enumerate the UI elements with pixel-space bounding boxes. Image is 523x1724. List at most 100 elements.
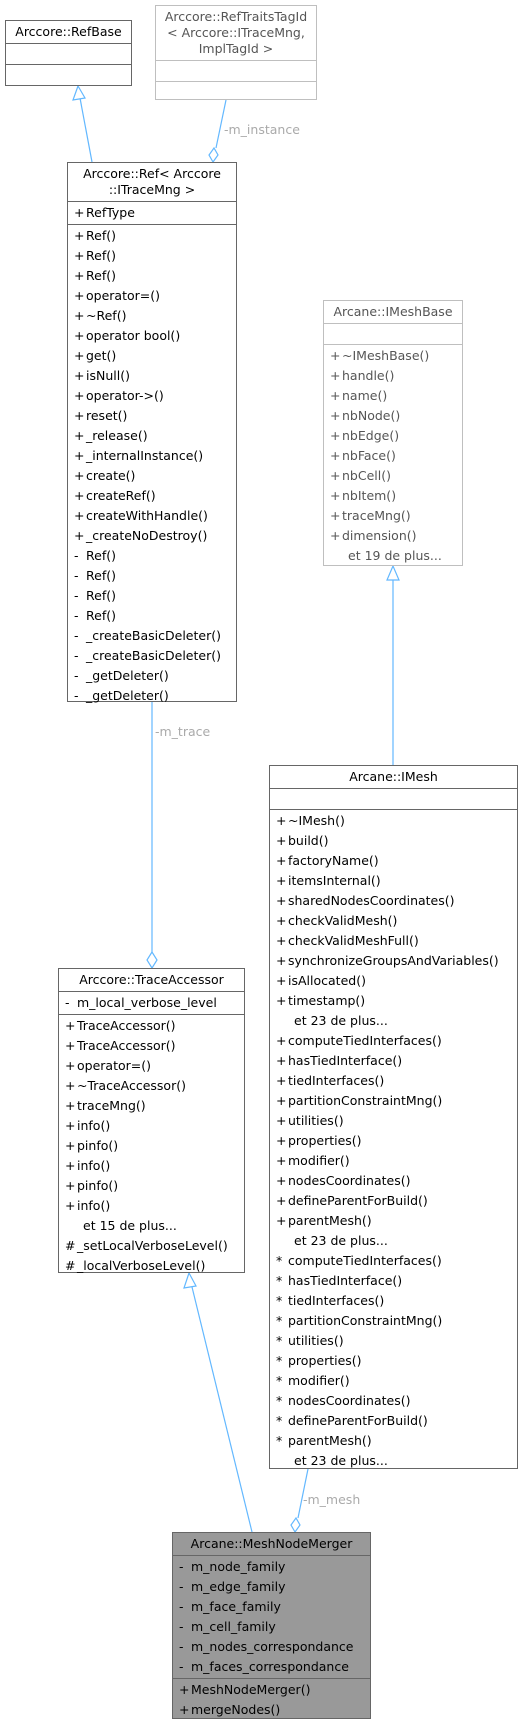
visibility-marker: * bbox=[276, 1253, 283, 1268]
visibility-marker: + bbox=[330, 388, 341, 403]
attributes-section bbox=[156, 60, 316, 81]
class-node-meshnodemerger[interactable]: Arcane::MeshNodeMerger-m_node_family-m_e… bbox=[172, 1532, 371, 1719]
visibility-marker: + bbox=[330, 428, 341, 443]
class-title: Arcane::IMeshBase bbox=[324, 301, 462, 323]
member-name: defineParentForBuild() bbox=[288, 1413, 428, 1428]
visibility-marker: + bbox=[276, 933, 287, 948]
class-title-line: Arcane::MeshNodeMerger bbox=[190, 1536, 353, 1551]
methods-section bbox=[156, 81, 316, 102]
member-name: defineParentForBuild() bbox=[288, 1193, 428, 1208]
visibility-marker: + bbox=[330, 508, 341, 523]
visibility-marker: + bbox=[276, 833, 287, 848]
visibility-marker: + bbox=[74, 448, 85, 463]
visibility-marker: + bbox=[74, 268, 85, 283]
method-row: +_internalInstance() bbox=[68, 446, 236, 466]
member-name: computeTiedInterfaces() bbox=[288, 1253, 442, 1268]
attributes-section: -m_node_family-m_edge_family-m_face_fami… bbox=[173, 1555, 370, 1678]
method-row: +build() bbox=[270, 831, 517, 851]
class-node-reftraits[interactable]: Arccore::RefTraitsTagId< Arccore::ITrace… bbox=[155, 5, 317, 100]
visibility-marker: + bbox=[74, 308, 85, 323]
member-name: tiedInterfaces() bbox=[288, 1073, 385, 1088]
method-row: #_setLocalVerboseLevel() bbox=[59, 1236, 244, 1256]
visibility-marker: + bbox=[74, 488, 85, 503]
method-row: +_createNoDestroy() bbox=[68, 526, 236, 546]
member-name: m_local_verbose_level bbox=[77, 995, 217, 1010]
method-row: +factoryName() bbox=[270, 851, 517, 871]
attributes-section bbox=[324, 323, 462, 344]
class-node-imeshbase[interactable]: Arcane::IMeshBase+~IMeshBase()+handle()+… bbox=[323, 300, 463, 566]
class-node-ref[interactable]: Arccore::Ref< Arccore::ITraceMng >+RefTy… bbox=[67, 162, 237, 703]
attribute-row: -m_cell_family bbox=[173, 1617, 370, 1637]
method-row: -_createBasicDeleter() bbox=[68, 646, 236, 666]
method-row: +reset() bbox=[68, 406, 236, 426]
member-name: Ref() bbox=[86, 248, 116, 263]
member-name: MeshNodeMerger() bbox=[191, 1682, 311, 1697]
attribute-row: +RefType bbox=[68, 203, 236, 223]
member-name: _getDeleter() bbox=[86, 668, 169, 683]
method-row: +name() bbox=[324, 386, 462, 406]
visibility-marker: + bbox=[74, 348, 85, 363]
class-node-traceaccessor[interactable]: Arccore::TraceAccessor-m_local_verbose_l… bbox=[58, 968, 245, 1273]
method-row: +pinfo() bbox=[59, 1136, 244, 1156]
edge-label-m-mesh: -m_mesh bbox=[303, 1492, 361, 1507]
member-name: operator->() bbox=[86, 388, 164, 403]
member-name: partitionConstraintMng() bbox=[288, 1093, 443, 1108]
method-row: *partitionConstraintMng() bbox=[270, 1311, 517, 1331]
class-node-imesh[interactable]: Arcane::IMesh+~IMesh()+build()+factoryNa… bbox=[269, 765, 518, 1469]
visibility-marker: + bbox=[65, 1138, 76, 1153]
visibility-marker: * bbox=[276, 1353, 283, 1368]
method-row: *hasTiedInterface() bbox=[270, 1271, 517, 1291]
member-name: _createNoDestroy() bbox=[86, 528, 208, 543]
member-name: checkValidMeshFull() bbox=[288, 933, 419, 948]
class-title-line: ::ITraceMng > bbox=[108, 182, 196, 197]
method-row: +traceMng() bbox=[324, 506, 462, 526]
class-title-line: Arcane::IMesh bbox=[349, 769, 438, 784]
member-name: itemsInternal() bbox=[288, 873, 381, 888]
visibility-marker: + bbox=[74, 508, 85, 523]
visibility-marker: + bbox=[330, 448, 341, 463]
member-name: parentMesh() bbox=[288, 1433, 372, 1448]
method-row: -_getDeleter() bbox=[68, 666, 236, 686]
class-title-line: Arccore::RefBase bbox=[15, 24, 122, 39]
member-name: Ref() bbox=[86, 588, 116, 603]
visibility-marker: + bbox=[276, 1193, 287, 1208]
visibility-marker: + bbox=[179, 1682, 190, 1697]
member-name: get() bbox=[86, 348, 117, 363]
visibility-marker: + bbox=[276, 973, 287, 988]
member-name: name() bbox=[342, 388, 388, 403]
visibility-marker: + bbox=[65, 1158, 76, 1173]
visibility-marker: + bbox=[74, 368, 85, 383]
member-name: operator=() bbox=[86, 288, 160, 303]
method-row: +checkValidMesh() bbox=[270, 911, 517, 931]
visibility-marker: + bbox=[65, 1018, 76, 1033]
member-name: Ref() bbox=[86, 608, 116, 623]
class-title: Arcane::IMesh bbox=[270, 766, 517, 788]
visibility-marker: - bbox=[179, 1579, 184, 1594]
method-row: +createWithHandle() bbox=[68, 506, 236, 526]
method-row: *defineParentForBuild() bbox=[270, 1411, 517, 1431]
aggregation-diamond-m-mesh bbox=[290, 1516, 301, 1534]
visibility-marker: + bbox=[330, 488, 341, 503]
visibility-marker: + bbox=[276, 813, 287, 828]
method-row: +~Ref() bbox=[68, 306, 236, 326]
visibility-marker: - bbox=[179, 1619, 184, 1634]
method-row: +nbEdge() bbox=[324, 426, 462, 446]
method-row: +nbNode() bbox=[324, 406, 462, 426]
method-row: et 19 de plus... bbox=[324, 546, 462, 566]
member-name: partitionConstraintMng() bbox=[288, 1313, 443, 1328]
inheritance-arrow-imeshbase bbox=[386, 564, 400, 581]
member-name: parentMesh() bbox=[288, 1213, 372, 1228]
class-title-line: Arccore::RefTraitsTagId bbox=[164, 9, 308, 24]
visibility-marker: + bbox=[74, 328, 85, 343]
method-row: -Ref() bbox=[68, 546, 236, 566]
member-name: _localVerboseLevel() bbox=[77, 1258, 206, 1273]
member-name: traceMng() bbox=[342, 508, 411, 523]
member-name: reset() bbox=[86, 408, 128, 423]
class-title: Arccore::Ref< Arccore::ITraceMng > bbox=[68, 163, 236, 201]
member-name: isAllocated() bbox=[288, 973, 366, 988]
inheritance-arrow-refbase bbox=[72, 84, 86, 101]
visibility-marker: - bbox=[65, 995, 70, 1010]
class-node-refbase[interactable]: Arccore::RefBase bbox=[5, 20, 132, 86]
member-name: utilities() bbox=[288, 1113, 344, 1128]
method-row: et 23 de plus... bbox=[270, 1451, 517, 1471]
